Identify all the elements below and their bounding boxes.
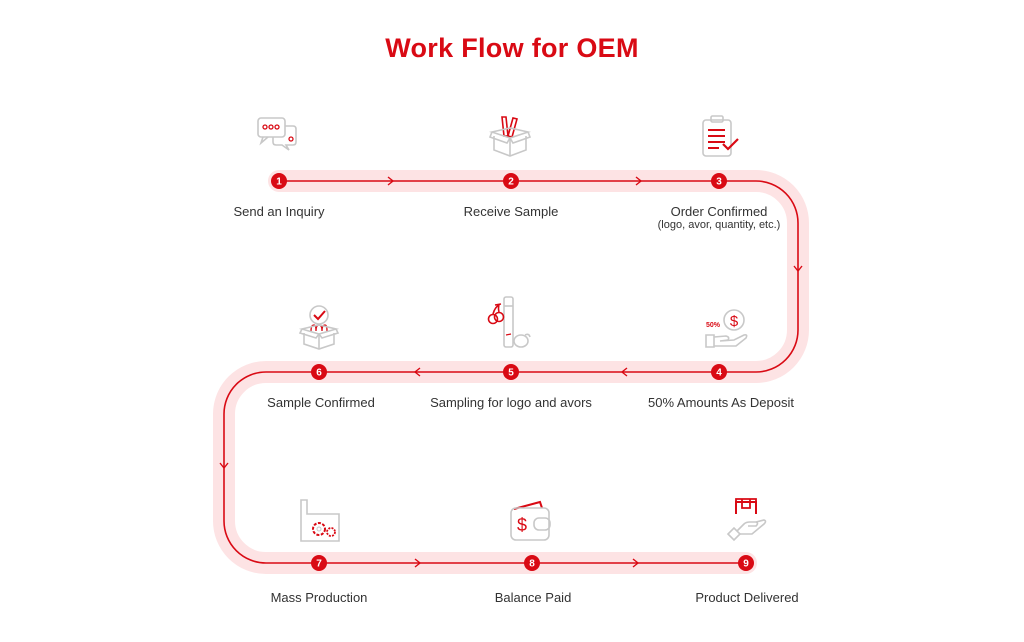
- open-box-with-pens-icon: [488, 116, 532, 157]
- step-node-circle: [711, 364, 727, 380]
- arrow-right-icon: [632, 558, 640, 568]
- svg-text:$: $: [730, 313, 739, 330]
- step-4-label: 50% Amounts As Deposit: [611, 395, 831, 410]
- step-sublabel-text: (logo, avor, quantity, etc.): [657, 219, 781, 231]
- step-label-text: Mass Production: [270, 590, 368, 605]
- arrow-right-icon: [635, 176, 643, 186]
- step-number: 1: [276, 177, 282, 188]
- factory-gears-icon: [300, 499, 340, 542]
- step-label-text: Receive Sample: [463, 204, 559, 219]
- step-node-9: 9: [738, 555, 754, 571]
- step-number: 7: [316, 559, 322, 570]
- arrow-heads: [219, 176, 803, 568]
- step-number: 4: [716, 368, 722, 379]
- deposit-percent-text: 50%: [706, 322, 721, 329]
- step-number: 3: [716, 177, 722, 188]
- step-node-circle: [311, 555, 327, 571]
- step-5-label: Sampling for logo and avors: [401, 395, 621, 410]
- step-2-label: Receive Sample: [401, 204, 621, 219]
- step-9-label: Product Delivered: [637, 590, 857, 605]
- step-node-circle: [524, 555, 540, 571]
- step-number: 2: [508, 177, 514, 188]
- chat-bubbles-icon: [257, 117, 297, 151]
- step-label-text: Sampling for logo and avors: [430, 395, 592, 410]
- step-number: 8: [529, 559, 535, 570]
- step-label-text: Send an Inquiry: [233, 204, 325, 219]
- clipboard-check-icon: [702, 115, 739, 157]
- step-label-text: Balance Paid: [494, 590, 572, 605]
- arrow-right-icon: [414, 558, 422, 568]
- arrow-left-icon: [413, 367, 421, 377]
- wallet-dollar-icon: $: [510, 500, 551, 541]
- svg-text:$: $: [517, 515, 527, 535]
- step-number: 5: [508, 368, 514, 379]
- step-node-3: 3: [711, 173, 727, 189]
- arrow-left-icon: [620, 367, 628, 377]
- step-7-label: Mass Production: [209, 590, 429, 605]
- arrow-down-icon: [219, 462, 229, 470]
- step-label-text: Product Delivered: [695, 590, 799, 605]
- step-number: 6: [316, 368, 322, 379]
- box-check-icon: [298, 305, 340, 350]
- step-node-1: 1: [271, 173, 287, 189]
- step-label-text: Sample Confirmed: [267, 395, 375, 410]
- step-node-7: 7: [311, 555, 327, 571]
- step-8-label: Balance Paid: [423, 590, 643, 605]
- step-node-6: 6: [311, 364, 327, 380]
- step-node-5: 5: [503, 364, 519, 380]
- arrow-right-icon: [387, 176, 395, 186]
- vape-cherry-fruit-icon: [487, 296, 531, 348]
- arrow-down-icon: [793, 265, 803, 273]
- step-6-label: Sample Confirmed: [211, 395, 431, 410]
- step-label-text: 50% Amounts As Deposit: [648, 395, 794, 410]
- step-number: 9: [743, 559, 749, 570]
- step-node-2: 2: [503, 173, 519, 189]
- step-node-circle: [711, 173, 727, 189]
- step-node-circle: [503, 173, 519, 189]
- step-label-text: Order Confirmed: [670, 204, 768, 219]
- step-3-label: Order Confirmed(logo, avor, quantity, et…: [609, 204, 829, 232]
- step-node-circle: [738, 555, 754, 571]
- page-title: Work Flow for OEM: [385, 33, 639, 63]
- hand-dollar-icon: $ 50%: [705, 309, 748, 348]
- hand-package-icon: [726, 498, 767, 542]
- step-node-circle: [503, 364, 519, 380]
- step-node-circle: [271, 173, 287, 189]
- step-node-4: 4: [711, 364, 727, 380]
- step-node-circle: [311, 364, 327, 380]
- step-node-8: 8: [524, 555, 540, 571]
- step-1-label: Send an Inquiry: [169, 204, 389, 219]
